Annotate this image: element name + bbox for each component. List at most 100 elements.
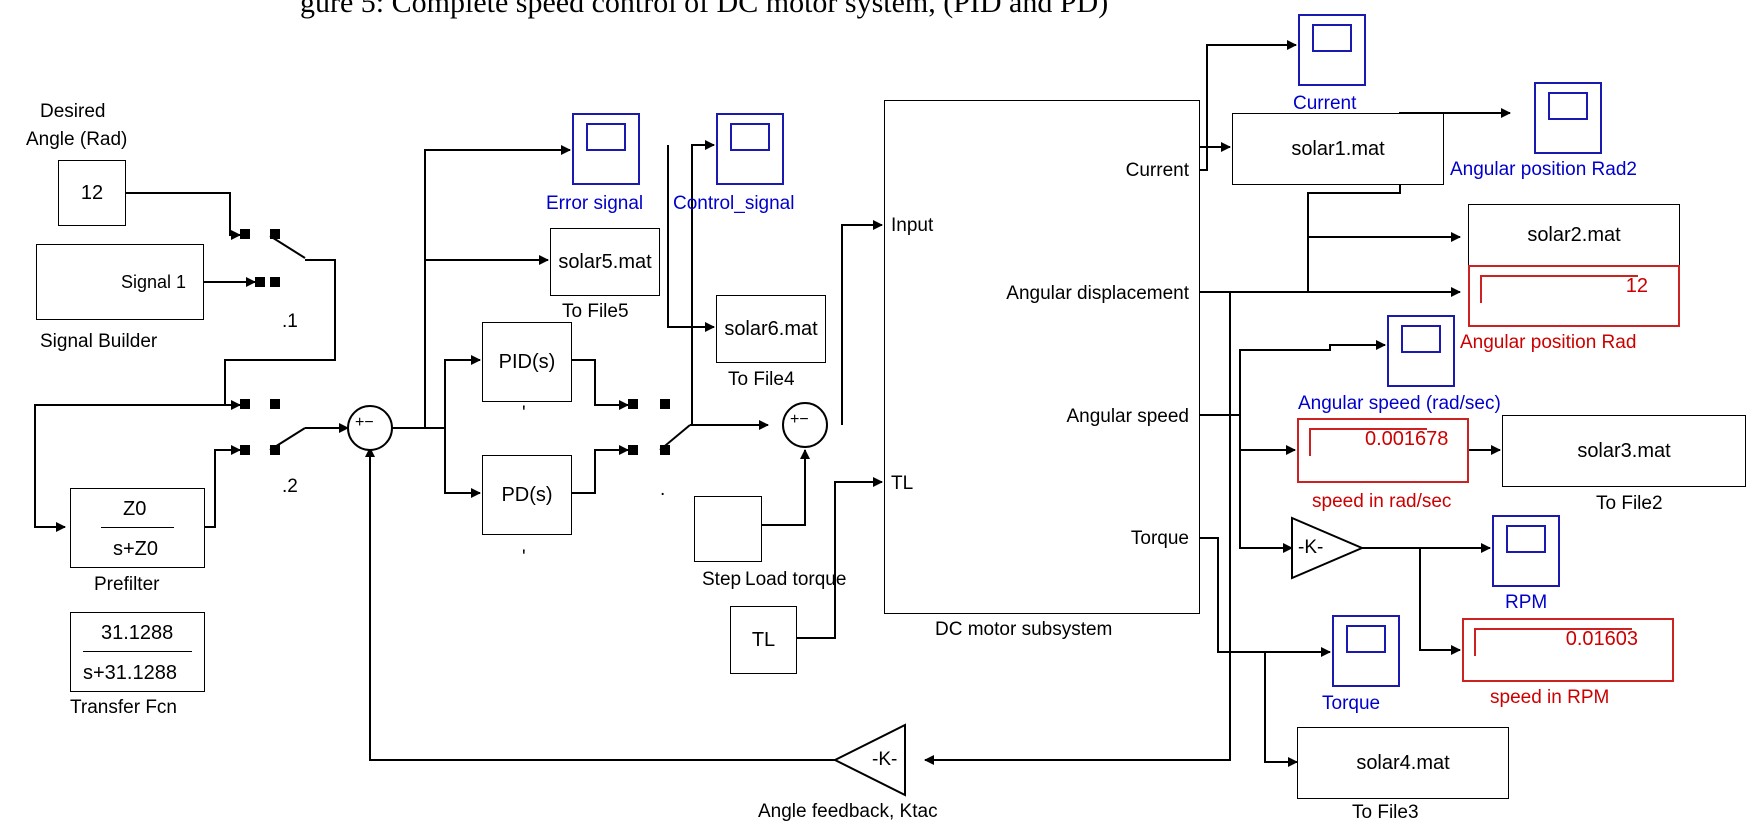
source-caption-1: Desired — [40, 101, 106, 122]
port-current: Current — [1125, 160, 1189, 181]
pid-comment: ' — [522, 403, 526, 424]
prefilter-caption: Prefilter — [94, 574, 160, 595]
signal-builder-port: Signal 1 — [121, 272, 187, 292]
feedback-gain-label: -K- — [872, 749, 898, 770]
scope-angular-speed-caption: Angular speed (rad/sec) — [1298, 393, 1501, 414]
sum-2 — [782, 402, 828, 448]
tofile4-caption: To File4 — [728, 369, 795, 390]
scope-torque[interactable] — [1332, 615, 1400, 687]
scope-torque-caption: Torque — [1322, 693, 1381, 714]
signal-builder-caption: Signal Builder — [40, 331, 158, 352]
tofile-solar3[interactable]: solar3.mat — [1502, 415, 1746, 487]
tf-numerator: 31.1288 — [101, 622, 174, 644]
wire-sum2-input — [841, 220, 883, 425]
scope-angular-pos2[interactable] — [1534, 82, 1602, 154]
scope-angular-pos2-caption: Angular position Rad2 — [1450, 159, 1637, 180]
switch1-blade — [269, 235, 306, 259]
wire-tl-motor — [797, 477, 883, 639]
wire-sum1-pd — [444, 428, 481, 498]
wire-prefilter-switch2 — [205, 445, 241, 528]
wire-gain-rpm-display — [1419, 548, 1461, 655]
tf-fraction-bar — [83, 651, 192, 652]
sum-1 — [347, 405, 393, 451]
pid-block[interactable]: PID(s) — [482, 322, 572, 402]
scope-control[interactable] — [716, 113, 784, 185]
wire-pid-switch3 — [572, 359, 629, 410]
wire-sum1-error — [390, 145, 571, 429]
tofile-solar4[interactable]: solar4.mat — [1297, 727, 1509, 799]
tl-block[interactable]: TL — [730, 606, 797, 674]
prefilter-block[interactable]: Z0 s+Z0 — [70, 488, 205, 568]
source-caption-2: Angle (Rad) — [26, 129, 128, 150]
rpm-gain-label: -K- — [1298, 537, 1324, 558]
display-speed-value: 0.001678 — [1365, 428, 1449, 450]
scope-error[interactable] — [572, 113, 640, 185]
scope-current[interactable] — [1298, 14, 1366, 86]
wire-tofile4 — [667, 145, 715, 332]
rpm-gain-triangle — [1291, 516, 1365, 580]
display-rpm-caption: speed in RPM — [1490, 687, 1610, 708]
scope-rpm[interactable] — [1492, 515, 1560, 587]
wire-torque-file — [1264, 652, 1298, 767]
scope-angular-speed[interactable] — [1387, 315, 1455, 387]
tofile-solar1[interactable]: solar1.mat — [1232, 113, 1444, 185]
feedback-gain-caption: Angle feedback, Ktac — [758, 801, 938, 822]
wire-feedback-gain — [924, 292, 1231, 765]
display-angle[interactable]: 12 — [1468, 265, 1680, 327]
step-block[interactable] — [694, 496, 762, 562]
wire-speed-gain — [1200, 414, 1293, 553]
wire-gain-sum1 — [365, 447, 835, 761]
tofile4-block[interactable]: solar6.mat — [716, 295, 826, 363]
transfer-fcn-caption: Transfer Fcn — [70, 697, 177, 718]
prefilter-numerator: Z0 — [123, 498, 147, 520]
tofile-solar2[interactable]: solar2.mat — [1468, 204, 1680, 266]
pd-comment: ' — [522, 547, 526, 568]
wire-current-scope — [1200, 40, 1297, 171]
switch-contacts — [240, 229, 670, 455]
tf-denominator: s+31.1288 — [83, 662, 177, 684]
sum2-signs: +− — [790, 411, 809, 428]
scope-rpm-caption: RPM — [1505, 592, 1548, 613]
port-input: Input — [891, 215, 934, 236]
constant-block[interactable]: 12 — [58, 160, 126, 226]
figure-title: gure 5: Complete speed control of DC mot… — [300, 0, 1109, 19]
feedback-gain-triangle — [832, 723, 906, 797]
dc-motor-subsystem[interactable]: Input TL Current Angular displacement An… — [884, 100, 1200, 614]
tofile5-block[interactable]: solar5.mat — [550, 228, 660, 296]
display-angle-value: 12 — [1625, 275, 1648, 297]
transfer-fcn-block[interactable]: 31.1288 s+31.1288 — [70, 612, 205, 692]
wire-source-switch1 — [126, 192, 241, 240]
display-speed-caption: speed in rad/sec — [1312, 491, 1452, 512]
load-torque-caption: Load torque — [745, 569, 847, 590]
display-rpm[interactable]: 0.01603 — [1462, 618, 1674, 682]
wire-control-scope — [691, 140, 715, 425]
prefilter-denominator: s+Z0 — [113, 538, 159, 560]
tofile2-caption: To File2 — [1596, 493, 1663, 514]
wire-step-sum2 — [762, 449, 810, 526]
wire-to-prefilter — [34, 404, 225, 532]
sum1-signs: +− — [355, 414, 374, 431]
port-tl: TL — [891, 473, 914, 494]
switch1-label: .1 — [282, 311, 298, 332]
wire-torque-scope — [1200, 537, 1331, 657]
port-angular-displacement: Angular displacement — [1006, 283, 1189, 304]
scope-error-caption: Error signal — [546, 193, 644, 214]
wire-sum1-pid — [425, 355, 481, 429]
display-angle-caption: Angular position Rad — [1460, 332, 1637, 353]
port-torque: Torque — [1130, 528, 1189, 549]
wire-speed-scope — [1239, 340, 1386, 415]
display-speed[interactable]: 0.001678 — [1297, 418, 1469, 483]
prefilter-fraction-bar — [101, 527, 174, 528]
port-angular-speed: Angular speed — [1066, 406, 1189, 427]
pd-block[interactable]: PD(s) — [482, 455, 572, 535]
switch3-label: . — [660, 479, 666, 500]
tofile3-caption: To File3 — [1352, 802, 1419, 823]
wire-switch1-switch2 — [224, 259, 336, 410]
switch2-label: .2 — [282, 476, 298, 497]
scope-control-caption: Control_signal — [673, 193, 795, 214]
signal-builder-block[interactable]: Signal 1 — [36, 244, 204, 320]
tofile5-caption: To File5 — [562, 301, 629, 322]
wire-pd-switch3 — [572, 445, 629, 494]
display-rpm-value: 0.01603 — [1565, 628, 1638, 650]
